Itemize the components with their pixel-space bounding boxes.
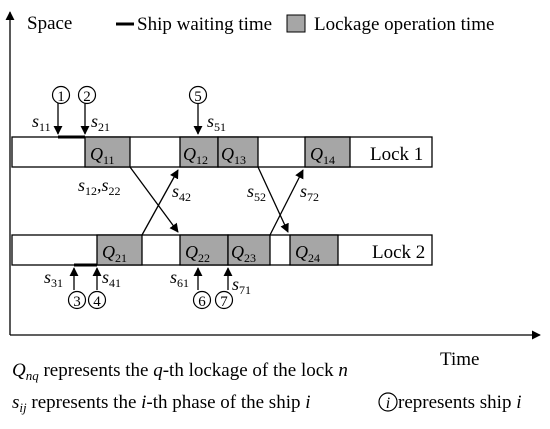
ship-marker-1 [51, 85, 71, 105]
lockage-label-q11: Q11 [90, 144, 115, 167]
phase-label-s42: s42 [172, 181, 191, 204]
note-phase-definition: sij represents the i-th phase of the shi… [12, 392, 311, 415]
lockage-label-q21: Q21 [102, 242, 127, 265]
ship-marker-2 [77, 85, 97, 105]
ship-marker-5-number: 5 [194, 89, 202, 105]
note-lockage-definition: Qnq represents the q-th lockage of the l… [12, 360, 348, 383]
transfer-arrow-s12-s22 [129, 166, 179, 233]
note-ship-circle-symbol [378, 392, 398, 412]
transfer-arrow-s52 [257, 166, 289, 233]
lockage-q13 [217, 136, 259, 168]
lockage-q21 [96, 234, 143, 266]
phase-label-s51: s51 [207, 111, 226, 134]
lockage-label-q12: Q12 [183, 144, 208, 167]
lockage-label-q13: Q13 [221, 144, 246, 167]
note-ship-circle-letter: i [386, 395, 390, 412]
legend-lockage-swatch [286, 14, 306, 33]
ship-marker-4 [87, 290, 107, 310]
lockage-q22 [179, 234, 229, 266]
phase-label-s11: s11 [32, 111, 51, 134]
legend-waiting-label: Ship waiting time [137, 14, 272, 35]
ship-marker-6-number: 6 [198, 294, 206, 310]
lockage-q24 [289, 234, 339, 266]
legend-lockage-label: Lockage operation time [314, 14, 494, 35]
ship-marker-2-number: 2 [83, 89, 91, 105]
lockage-label-q14: Q14 [310, 144, 335, 167]
lockage-label-q23: Q23 [231, 242, 256, 265]
transfer-arrow-s72 [269, 169, 304, 236]
lockage-q23 [227, 234, 271, 266]
lock-1-label: Lock 1 [370, 144, 423, 165]
ship-marker-6 [192, 290, 212, 310]
phase-label-s61: s61 [170, 267, 189, 290]
lockage-q12 [179, 136, 219, 168]
lockage-q11 [84, 136, 131, 168]
phase-label-s71: s71 [232, 274, 251, 297]
lock-2-label: Lock 2 [372, 242, 425, 263]
phase-label-s12-s22: s12,s22 [78, 175, 121, 198]
lockage-label-q22: Q22 [185, 242, 210, 265]
phase-label-s72: s72 [300, 181, 319, 204]
ship-marker-4-number: 4 [93, 294, 101, 310]
ship-marker-7 [214, 290, 234, 310]
transfer-arrow-s42 [141, 169, 179, 236]
phase-label-s41: s41 [102, 267, 121, 290]
phase-label-s21: s21 [91, 111, 110, 134]
phase-label-s52: s52 [247, 181, 266, 204]
ship-marker-5 [188, 85, 208, 105]
ship-marker-1-number: 1 [57, 89, 65, 105]
x-axis-label: Time [440, 349, 479, 370]
lockage-q14 [304, 136, 351, 168]
note-ship-definition: represents ship i [398, 392, 521, 413]
ship-marker-3 [67, 290, 87, 310]
phase-label-s31: s31 [44, 267, 63, 290]
lockage-label-q24: Q24 [295, 242, 320, 265]
y-axis-label: Space [27, 13, 72, 34]
ship-marker-3-number: 3 [73, 294, 81, 310]
ship-marker-7-number: 7 [220, 294, 228, 310]
